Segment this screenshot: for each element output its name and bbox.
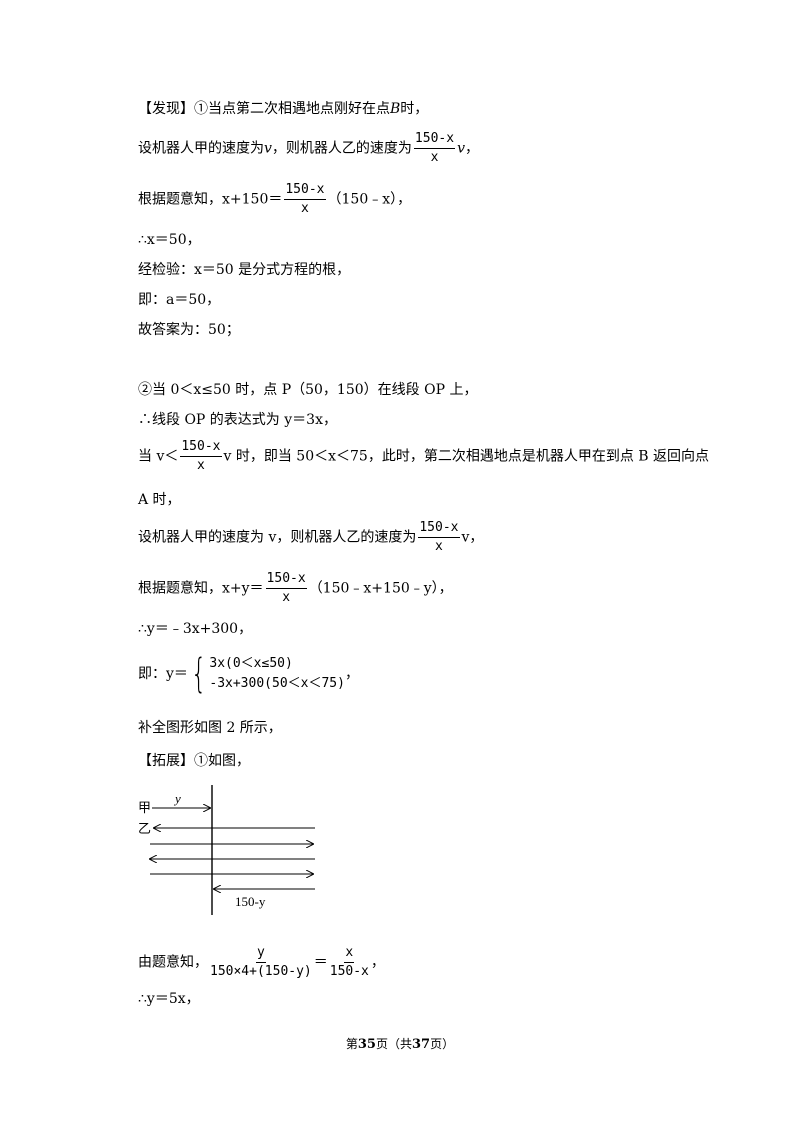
- discover-line-7: 故答案为：50；: [138, 322, 240, 338]
- page-total: 37: [412, 1037, 431, 1052]
- discover-line-6: 即：a＝50，: [138, 292, 221, 308]
- discover-line-5: 经检验：x＝50 是分式方程的根，: [138, 262, 351, 278]
- part2-line-7: ∴y＝﹣3x+300，: [138, 621, 253, 637]
- discover-line-4: ∴x＝50，: [138, 232, 201, 248]
- part2-line-8: 即：y＝{3x(0＜x≤50)-3x+300(50＜x＜75)，: [138, 651, 359, 697]
- page-number: 35: [357, 1037, 376, 1052]
- part2-line-2: ∴线段 OP 的表达式为 y＝3x，: [138, 412, 337, 428]
- motion-diagram: 甲 y 乙 150-y: [138, 785, 315, 915]
- label-y: y: [173, 791, 181, 806]
- part2-line-1: ②当 0＜x≤50 时，点 P（50，150）在线段 OP 上，: [138, 382, 478, 398]
- piecewise: {3x(0＜x≤50)-3x+300(50＜x＜75): [191, 651, 345, 697]
- part2-line-4: A 时，: [138, 492, 181, 508]
- discover-line-1: 【发现】①当点第二次相遇地点刚好在点B时，: [138, 101, 429, 117]
- page-footer: 第35页（共37页）: [345, 1037, 455, 1052]
- part2-line-9: 补全图形如图 2 所示，: [138, 720, 282, 736]
- label-jia: 甲: [138, 800, 151, 815]
- label-150-y: 150-y: [235, 894, 266, 909]
- extend-line-3: ∴y＝5x，: [138, 991, 200, 1007]
- label-yi: 乙: [138, 821, 151, 836]
- extend-line-1: 【拓展】①如图，: [138, 753, 250, 769]
- brace-icon: {: [191, 651, 207, 697]
- discover-tag: 【发现】: [138, 101, 194, 117]
